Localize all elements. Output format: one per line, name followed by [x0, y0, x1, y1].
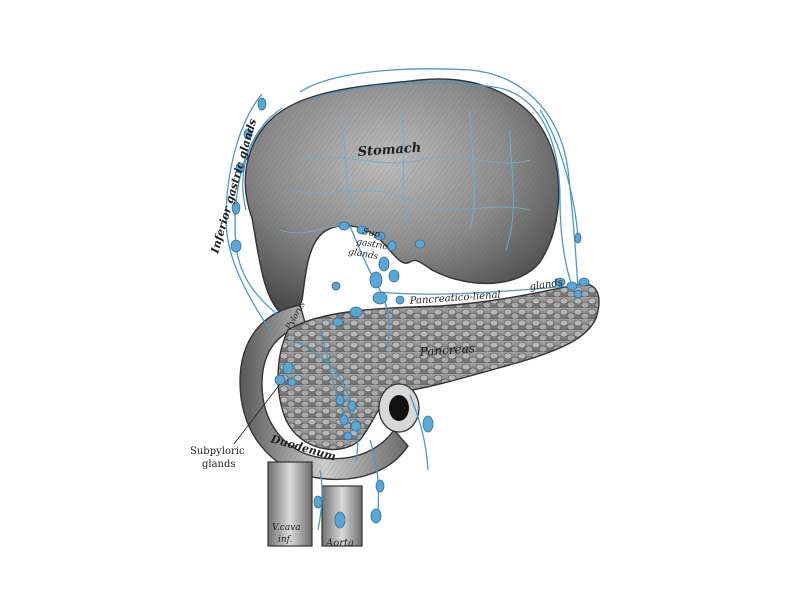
pancreaticolienal-glands-label: glands	[529, 277, 564, 293]
lymph-node	[331, 281, 341, 291]
aorta-label: Aorta	[325, 538, 354, 549]
lymph-node	[414, 239, 426, 249]
lymph-node	[350, 420, 362, 432]
lymph-nodes	[230, 97, 590, 529]
lymph-node	[387, 240, 397, 252]
pancreas	[277, 283, 600, 451]
lymph-node	[369, 271, 383, 289]
lymph-node	[313, 495, 323, 509]
lymph-node	[231, 201, 241, 215]
lymph-node	[374, 231, 386, 241]
lymph-node	[372, 291, 388, 305]
lymph-node	[395, 295, 405, 305]
lymph-node	[422, 415, 434, 433]
lymph-node	[349, 306, 363, 318]
lymph-node	[574, 232, 582, 244]
lymph-node	[334, 511, 346, 529]
aorta-cross-section	[378, 383, 420, 433]
lymph-node	[282, 361, 294, 375]
lymph-node	[554, 277, 566, 287]
lymph-node	[347, 400, 357, 412]
lymph-vessels	[225, 68, 591, 531]
lymph-node	[338, 221, 350, 231]
vcava-label-1: V.cava	[272, 523, 301, 533]
superior-gastric-glands-label-1: Sup.	[361, 227, 383, 240]
lymph-node	[257, 97, 267, 111]
lymph-node	[243, 128, 253, 140]
lymph-node	[378, 256, 390, 272]
lymph-node	[356, 225, 368, 235]
lymph-node	[578, 277, 590, 287]
stomach-label: Stomach	[357, 141, 422, 160]
lymph-node	[566, 281, 578, 291]
lymph-node	[343, 431, 353, 441]
lymph-node	[274, 374, 286, 386]
subpyloric-leader-line	[233, 383, 281, 445]
lymph-node	[370, 508, 382, 524]
duodenum	[239, 304, 409, 481]
lymph-node	[230, 239, 242, 253]
vcava-label-2: inf.	[278, 535, 293, 545]
lymph-node	[375, 479, 385, 493]
lymph-node	[235, 162, 245, 174]
lymph-node	[287, 377, 297, 387]
vena-cava-inferior	[267, 461, 313, 547]
subpyloric-label-2: glands	[202, 459, 236, 470]
lymph-node	[335, 394, 345, 406]
pancreas-label: Pancreas	[418, 341, 475, 359]
lymph-node	[573, 289, 583, 299]
lymph-node	[339, 414, 349, 426]
subpyloric-label-1: Subpyloric	[190, 446, 245, 457]
lymph-node	[388, 269, 400, 283]
lymph-node	[332, 317, 344, 327]
